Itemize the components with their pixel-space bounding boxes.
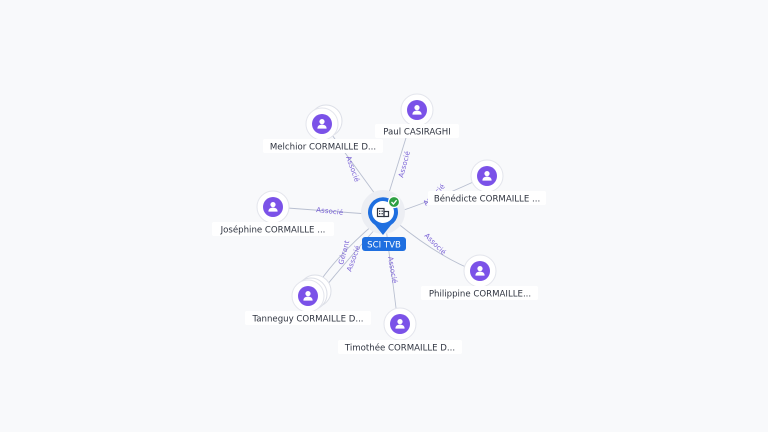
person-icon xyxy=(395,319,405,329)
node-tanneguy[interactable]: Tanneguy CORMAILLE D... xyxy=(245,274,371,325)
node-label-paul: Paul CASIRAGHI xyxy=(383,128,451,138)
edge-label-paul: Associé xyxy=(397,150,412,178)
center-label: SCI TVB xyxy=(367,241,401,251)
building-icon xyxy=(376,207,390,218)
edge-melchior xyxy=(323,123,379,199)
person-icon xyxy=(268,202,278,212)
edge-label-timothee: Associé xyxy=(386,256,399,284)
node-josephine[interactable]: Joséphine CORMAILLE ... xyxy=(212,190,334,236)
node-label-philippine: Philippine CORMAILLE... xyxy=(429,290,531,300)
node-benedicte[interactable]: Bénédicte CORMAILLE ... xyxy=(428,159,546,205)
node-melchior[interactable]: Melchior CORMAILLE D... xyxy=(263,104,383,153)
edge-label-josephine: Associé xyxy=(316,206,344,217)
person-icon xyxy=(482,171,492,181)
center-node-sci-tvb[interactable]: SCI TVB xyxy=(361,190,406,251)
person-icon xyxy=(412,105,422,115)
edge-josephine xyxy=(273,206,369,215)
node-paul[interactable]: Paul CASIRAGHI xyxy=(375,93,459,138)
node-philippine[interactable]: Philippine CORMAILLE... xyxy=(421,254,538,300)
center-label-box xyxy=(362,237,406,251)
person-icon xyxy=(317,119,327,129)
person-icon xyxy=(475,266,485,276)
node-label-josephine: Joséphine CORMAILLE ... xyxy=(220,225,326,236)
person-icon xyxy=(303,291,313,301)
check-icon xyxy=(387,195,401,209)
node-label-timothee: Timothée CORMAILLE D... xyxy=(344,343,455,354)
node-label-benedicte: Bénédicte CORMAILLE ... xyxy=(434,194,540,205)
edge-label-melchior: Associé xyxy=(344,155,361,183)
node-label-melchior: Melchior CORMAILLE D... xyxy=(270,143,376,153)
node-label-tanneguy: Tanneguy CORMAILLE D... xyxy=(251,315,363,325)
node-timothee[interactable]: Timothée CORMAILLE D... xyxy=(338,307,462,354)
